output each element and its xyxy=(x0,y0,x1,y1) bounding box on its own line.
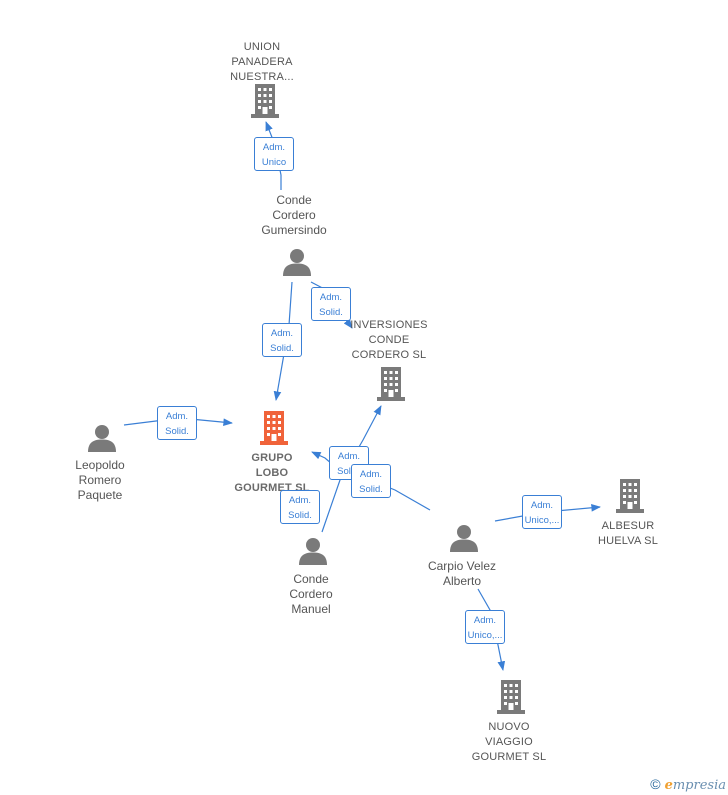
node-label-nuovo_viaggio[interactable]: NUOVO VIAGGIO GOURMET SL xyxy=(471,721,547,763)
albesur-building-icon[interactable] xyxy=(616,479,644,513)
nuovo_viaggio-building-icon[interactable] xyxy=(497,680,525,714)
edge-label-carpio_velez-to-albesur[interactable]: Adm. Unico,... xyxy=(522,495,562,529)
node-label-leopoldo[interactable]: Leopoldo Romero Paquete xyxy=(75,458,125,502)
edge-label-conde_gumersindo-to-inversiones_conde[interactable]: Adm. Solid. xyxy=(311,287,351,321)
edge-label-conde_gumersindo-to-grupo_lobo[interactable]: Adm. Solid. xyxy=(262,323,302,357)
empresia-footer[interactable]: ©empresia xyxy=(650,776,726,793)
node-label-carpio_velez[interactable]: Carpio Velez Alberto xyxy=(427,559,497,588)
edge-label-carpio_velez-to-grupo_lobo[interactable]: Adm. Solid. xyxy=(351,464,391,498)
carpio_velez-person-icon[interactable] xyxy=(450,525,478,552)
node-label-conde_manuel[interactable]: Conde Cordero Manuel xyxy=(289,572,333,616)
node-label-conde_gumersindo[interactable]: Conde Cordero Gumersindo xyxy=(261,193,327,237)
edge-label-conde_manuel-to-inversiones_conde[interactable]: Adm. Solid. xyxy=(280,490,320,524)
edge-label-carpio_velez-to-nuovo_viaggio[interactable]: Adm. Unico,... xyxy=(465,610,505,644)
edge-label-conde_gumersindo-to-union_panadera[interactable]: Adm. Unico xyxy=(254,137,294,171)
conde_gumersindo-person-icon[interactable] xyxy=(283,249,311,276)
inversiones_conde-building-icon[interactable] xyxy=(377,367,405,401)
node-label-inversiones_conde[interactable]: INVERSIONES CONDE CORDERO SL xyxy=(350,319,428,361)
node-label-union_panadera[interactable]: UNION PANADERA NUESTRA... xyxy=(230,41,294,83)
edge-label-leopoldo-to-grupo_lobo[interactable]: Adm. Solid. xyxy=(157,406,197,440)
node-label-grupo_lobo[interactable]: GRUPO LOBO GOURMET SL xyxy=(234,452,310,494)
empresia-logo: empresia xyxy=(664,778,726,793)
copyright-symbol: © xyxy=(650,776,661,792)
conde_manuel-person-icon[interactable] xyxy=(299,538,327,565)
icons-layer xyxy=(88,84,644,714)
leopoldo-person-icon[interactable] xyxy=(88,425,116,452)
union_panadera-building-icon[interactable] xyxy=(251,84,279,118)
grupo_lobo-building-icon[interactable] xyxy=(260,411,288,445)
node-label-albesur[interactable]: ALBESUR HUELVA SL xyxy=(597,520,659,547)
